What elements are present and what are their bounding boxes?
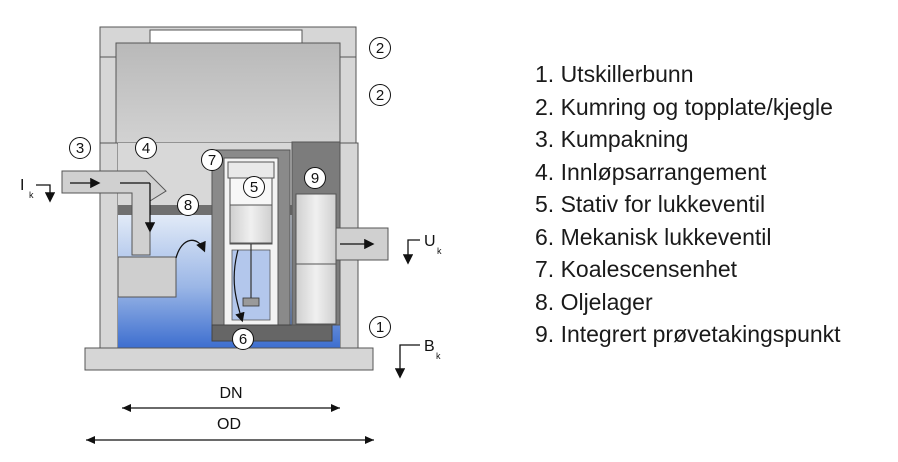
dimension-dn: DN <box>122 385 340 412</box>
legend-item-4: 4. Innløpsarrangement <box>535 158 767 185</box>
legend-item-3: 3. Kumpakning <box>535 126 689 152</box>
svg-text:2: 2 <box>376 40 384 57</box>
callout-7: 7 <box>201 149 223 171</box>
legend-item-2: 2. Kumring og topplate/kjegle <box>535 93 833 120</box>
callout-6: 6 <box>232 328 254 350</box>
callout-1: 1 <box>369 316 391 338</box>
sampling-point <box>291 141 389 326</box>
svg-text:2: 2 <box>376 87 384 104</box>
callout-2a: 2 <box>369 37 391 59</box>
base-plate <box>84 347 374 371</box>
legend-item-8: 8. Oljelager <box>535 288 653 315</box>
dimension-od: OD <box>86 416 374 444</box>
svg-text:3: 3 <box>76 140 84 157</box>
legend-item-5: 5. Stativ for lukkeventil <box>535 191 766 217</box>
svg-text:7: 7 <box>208 152 216 169</box>
outlet-label: U k <box>402 233 442 265</box>
callout-3: 3 <box>69 137 91 159</box>
svg-text:9: 9 <box>311 170 319 187</box>
inlet-label: I k <box>20 177 56 203</box>
svg-text:8: 8 <box>184 197 192 214</box>
bottom-label: B k <box>394 338 441 379</box>
svg-text:B: B <box>424 338 435 355</box>
svg-text:U: U <box>424 233 436 250</box>
legend-item-6: 6. Mekanisk lukkeventil <box>535 223 772 250</box>
callout-2b: 2 <box>369 84 391 106</box>
svg-text:k: k <box>437 246 442 256</box>
callout-4: 4 <box>135 137 157 159</box>
callout-5: 5 <box>243 176 265 198</box>
legend-item-7: 7. Koalescensenhet <box>535 256 738 282</box>
callout-8: 8 <box>177 194 199 216</box>
legend-item-9: 9. Integrert prøvetakingspunkt <box>535 321 841 347</box>
svg-text:k: k <box>436 351 441 361</box>
svg-text:5: 5 <box>250 179 258 196</box>
svg-text:6: 6 <box>239 331 247 348</box>
component-legend: 1. Utskillerbunn 2. Kumring og topplate/… <box>535 58 895 351</box>
valve-base <box>211 324 333 342</box>
separator-diagram: I k U k B k DN OD 2 2 3 4 7 5 9 8 6 1 <box>20 26 442 444</box>
svg-text:OD: OD <box>217 416 241 433</box>
svg-text:I: I <box>20 177 24 194</box>
svg-text:4: 4 <box>142 140 150 157</box>
svg-text:DN: DN <box>219 385 242 402</box>
top-ring <box>99 26 357 144</box>
svg-text:k: k <box>29 190 34 200</box>
legend-item-1: 1. Utskillerbunn <box>535 61 694 87</box>
svg-text:1: 1 <box>376 319 384 336</box>
callout-9: 9 <box>304 167 326 189</box>
inlet-arrangement <box>61 170 206 298</box>
